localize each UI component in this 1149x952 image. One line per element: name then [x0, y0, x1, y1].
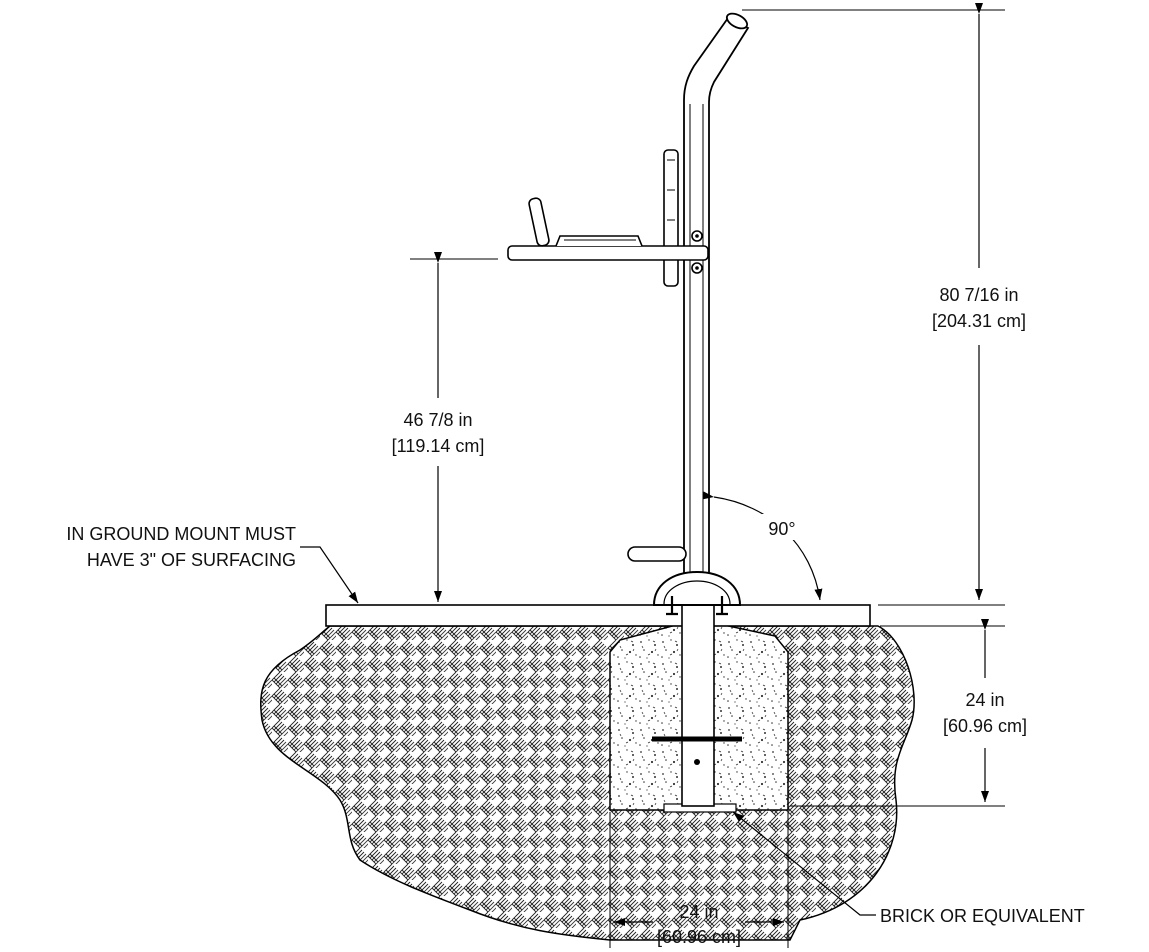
anchor-hole [694, 759, 700, 765]
surfacing-layer [325, 604, 871, 627]
embedded-post [681, 601, 715, 807]
surfacing-leader [300, 546, 359, 604]
footing-width-imperial: 24 in [679, 902, 718, 922]
anchor-bolts [666, 596, 728, 616]
bolt-upper-center [695, 234, 699, 238]
footing-width-metric: [60.96 cm] [657, 927, 741, 947]
back-pad-detail [667, 159, 675, 261]
armrest-handle [528, 197, 550, 247]
angle-label: 90° [768, 519, 795, 539]
overall-height-metric: [204.31 cm] [932, 311, 1026, 331]
footing-depth-imperial: 24 in [965, 690, 1004, 710]
upright-post [683, 16, 750, 601]
overall-height-imperial: 80 7/16 in [939, 285, 1018, 305]
bolt-lower-center [695, 266, 699, 270]
platform-armrest [507, 245, 709, 261]
surfacing-note-line1: IN GROUND MOUNT MUST [66, 524, 296, 544]
base-dome [652, 570, 742, 606]
ground-mass [260, 625, 915, 941]
armrest-pad [555, 235, 643, 247]
back-pad [663, 149, 679, 287]
brick-leader [732, 811, 876, 916]
angle-label-bg [762, 514, 802, 540]
brick-note: BRICK OR EQUIVALENT [880, 906, 1085, 926]
foot-peg [627, 546, 687, 562]
footing-depth-metric: [60.96 cm] [943, 716, 1027, 736]
platform-height-imperial: 46 7/8 in [403, 410, 472, 430]
post-cap [725, 12, 749, 30]
surfacing-note-line2: HAVE 3" OF SURFACING [87, 550, 296, 570]
platform-height-metric: [119.14 cm] [392, 436, 485, 456]
